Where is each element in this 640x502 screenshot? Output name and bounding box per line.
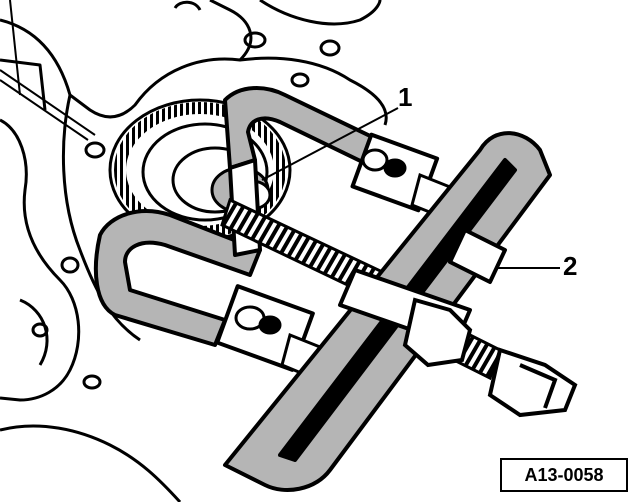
engine-housing [0, 0, 388, 502]
callout-label-1: 1 [398, 82, 413, 112]
figure-reference-code: A13-0058 [500, 458, 628, 492]
callout-leaders [261, 107, 560, 269]
callout-label-2: 2 [563, 251, 578, 281]
leader-1 [261, 107, 399, 181]
leader-lines-left [0, 0, 96, 141]
spindle-hex-nut [487, 347, 578, 418]
cross-bar-nut [402, 297, 473, 368]
